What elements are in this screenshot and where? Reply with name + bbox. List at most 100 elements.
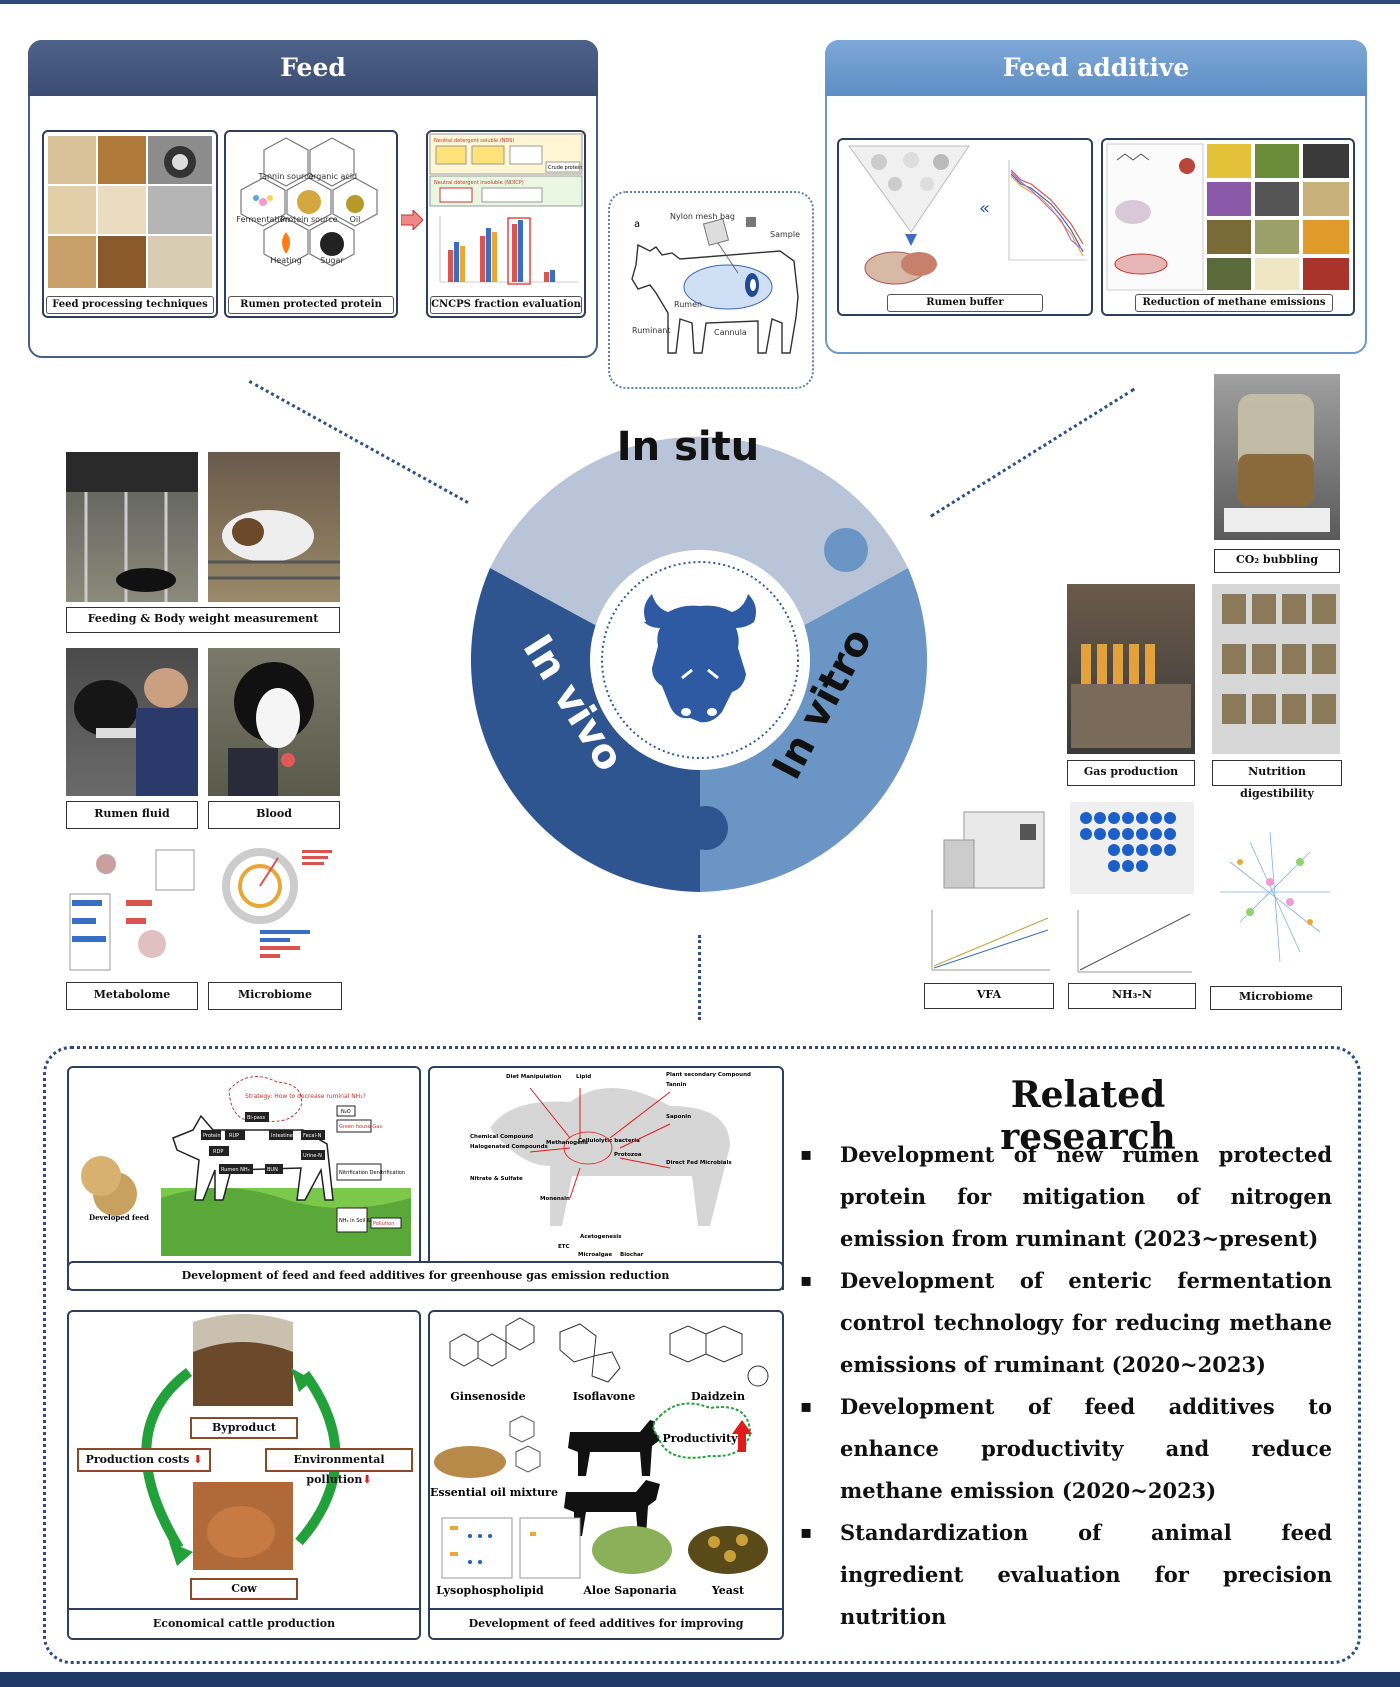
nitrogen-cycle-box: Developed feed Strategy: How to decrease… [67, 1066, 421, 1290]
n-pollution: Pollution [373, 1221, 394, 1227]
label-co2-bubbling: CO₂ bubbling [1214, 549, 1340, 573]
compound-yeast: Yeast [711, 1584, 745, 1597]
wheel-label-in-situ: In situ [617, 424, 759, 470]
s-microalgae: Microalgae [578, 1252, 612, 1258]
related-item-2: Development of enteric fermentation cont… [800, 1260, 1332, 1386]
label-vfa: VFA [924, 983, 1054, 1009]
down-arrow-icon: ⬇ [362, 1473, 372, 1486]
hex-label-sugar: Sugar [320, 256, 344, 265]
cow-head-icon [644, 594, 756, 723]
nh3n-figure [1068, 800, 1196, 980]
compound-essential-oil: Essential oil mixture [430, 1486, 558, 1499]
photo-co2-bubbling [1214, 374, 1340, 540]
arrow-right-icon [400, 208, 424, 232]
cncps-ndicp-label: Neutral detergent insoluble (NDICP) [434, 180, 524, 186]
related-item-4: Standardization of animal feed ingredien… [800, 1512, 1332, 1638]
production-costs-label: Production costs ⬇ [77, 1448, 211, 1472]
hex-label-fermentation: Fermentation [236, 215, 289, 224]
s-lipid: Lipid [576, 1074, 591, 1080]
hex-label-protein-source: Protein source [280, 215, 337, 224]
feed-photos [48, 136, 212, 288]
s-chemical: Chemical Compound [470, 1134, 533, 1140]
s-diet: Diet Manipulation [506, 1074, 561, 1080]
economical-cycle-diagram [141, 1314, 341, 1570]
photo-gas-production [1067, 584, 1195, 754]
n-protein: Protein [203, 1133, 221, 1139]
down-arrow-icon: ⬇ [193, 1453, 203, 1466]
vfa-figure [924, 800, 1056, 980]
methane-reduction-thumb: Reduction of methane emissions [1101, 138, 1355, 316]
label-nylon-bag: Nylon mesh bag [670, 212, 735, 221]
photo-nutrition-digestibility [1212, 584, 1340, 754]
nitrogen-cycle-diagram: Developed feed Strategy: How to decrease… [81, 1076, 411, 1256]
caption-methane-reduction: Reduction of methane emissions [1135, 294, 1333, 312]
feed-additive-panel-title: Feed additive [825, 40, 1367, 96]
up-arrow-icon [732, 1420, 752, 1452]
productivity-box: Ginsenoside Isoflavone Daidzein Essentia… [428, 1310, 784, 1640]
label-ruminant: Ruminant [632, 326, 670, 335]
productivity-label: Productivity [662, 1432, 738, 1445]
n-soil-water: NH₃ in Soil & Water [339, 1218, 388, 1224]
cncps-nds-label: Neutral detergent soluble (NDS) [434, 138, 514, 144]
metabolome-figure [66, 844, 200, 976]
segment-in-situ [490, 436, 908, 632]
rumen-protected-protein-thumb: Tannin source Organic acid Fermentation … [224, 130, 398, 318]
s-cellulolytic: Cellulolytic bacteria [578, 1138, 640, 1144]
developed-feed-label: Developed feed [89, 1213, 149, 1222]
caption-rumen-protected-protein: Rumen protected protein [228, 296, 394, 314]
microbiome-network-figure [1210, 822, 1340, 972]
s-nitrate: Nitrate & Sulfate [470, 1176, 523, 1182]
photo-blood [208, 648, 340, 796]
label-blood: Blood [208, 801, 340, 829]
ghg-strategies-diagram: Diet Manipulation Lipid Plant secondary … [470, 1072, 751, 1258]
rumen-buffer-diagram: « [848, 145, 1087, 285]
byproduct-label: Byproduct [190, 1417, 298, 1439]
n-rumen-nh3: Rumen NH₃ [221, 1167, 250, 1173]
productivity-diagram: Ginsenoside Isoflavone Daidzein Essentia… [430, 1317, 769, 1597]
compound-aloe: Aloe Saponaria [582, 1584, 676, 1597]
ghg-caption: Development of feed and feed additives f… [181, 1269, 670, 1282]
environmental-pollution-label: Environmental pollution⬇ [265, 1448, 413, 1486]
label-cannula: Cannula [714, 328, 747, 337]
compound-isoflavone: Isoflavone [573, 1390, 636, 1403]
s-monensin: Monensin [540, 1196, 570, 1202]
label-rumen: Rumen [674, 300, 702, 309]
environmental-pollution-text: Environmental pollution [293, 1453, 385, 1486]
label-rumen-fluid: Rumen fluid [66, 801, 198, 829]
n-rdp: RDP [213, 1149, 223, 1155]
s-psc: Plant secondary Compound [666, 1072, 751, 1078]
n-fecal: Fecal-N [303, 1133, 322, 1139]
n-n2o: N₂O [341, 1109, 351, 1115]
n-intestine: Intestine [271, 1133, 293, 1139]
rumen-buffer-thumb: « Rumen buffer [837, 138, 1093, 316]
n-greenhouse: Green house Gas [339, 1124, 382, 1130]
microbiome-figure-vivo [208, 844, 342, 976]
s-acetogenesis: Acetogenesis [580, 1234, 622, 1240]
hexagon-diagram: Tannin source Organic acid Fermentation … [236, 137, 378, 267]
caption-cncps: CNCPS fraction evaluation [430, 296, 582, 314]
s-protozoa: Protozoa [614, 1152, 642, 1158]
cow-label: Cow [190, 1578, 298, 1600]
hex-label-oil: Oil [350, 215, 361, 224]
hex-label-tannin: Tannin source [257, 172, 313, 181]
feed-additive-panel: Feed additive « Rumen buffer [825, 40, 1367, 354]
label-nutrition-digestibility: Nutrition digestibility [1212, 760, 1342, 800]
ghg-caption-box: Development of feed and feed additives f… [67, 1261, 784, 1291]
hex-label-organic-acid: Organic acid [307, 172, 357, 181]
ghg-strategies-box: Diet Manipulation Lipid Plant secondary … [428, 1066, 784, 1290]
n-rup: RUP [229, 1133, 239, 1139]
feed-processing-thumb: Feed processing techniques [42, 130, 218, 318]
n-bipass: Bi-pass [247, 1115, 265, 1121]
economical-caption: Economical cattle production [69, 1608, 419, 1638]
segment-in-vitro [700, 568, 928, 892]
wheel-svg: In situ In vivo In vitro [470, 424, 928, 892]
cncps-crude-protein: Crude protein [548, 165, 582, 171]
strategy-label: Strategy: How to decrease ruminal NH₃? [245, 1093, 366, 1100]
methane-reduction-diagram [1106, 143, 1349, 291]
double-chevron-left-icon: « [979, 198, 990, 219]
label-microbiome-vivo: Microbiome [208, 982, 342, 1010]
s-tannin: Tannin [666, 1082, 686, 1088]
bottom-band [0, 1672, 1400, 1687]
caption-rumen-buffer: Rumen buffer [887, 294, 1043, 312]
segment-in-vivo [470, 568, 700, 892]
